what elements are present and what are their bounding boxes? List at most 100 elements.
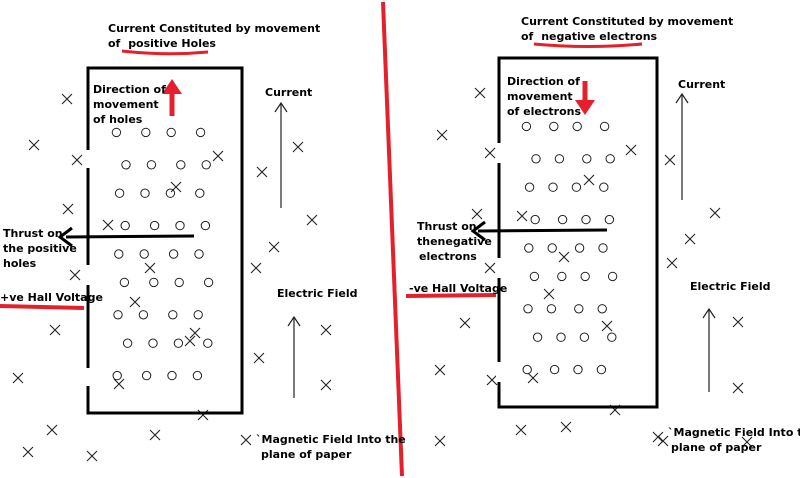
carrier-circle — [174, 277, 184, 288]
right-title-highlight: negative electrons — [541, 30, 658, 43]
carrier-circle — [168, 249, 179, 259]
carrier-circle — [175, 220, 185, 231]
left-magnetic-label-1: `Magnetic Field Into the — [256, 433, 406, 446]
right-field-label: Electric Field — [690, 280, 771, 293]
right-contact-gap — [496, 362, 502, 382]
field-cross-mark — [113, 378, 125, 390]
carrier-circle — [554, 154, 565, 164]
left-hall-voltage-label: +ve Hall Voltage — [0, 291, 103, 304]
carrier-circle — [167, 370, 177, 381]
carrier-circle — [114, 188, 125, 198]
left-thrust-label-3: holes — [3, 257, 37, 270]
field-cross-mark — [434, 435, 446, 447]
left-magnetic-label-2: plane of paper — [261, 448, 352, 461]
carrier-circle — [581, 214, 591, 225]
right-carrier-dots — [521, 121, 618, 375]
field-cross-mark — [666, 257, 678, 269]
field-cross-mark — [62, 203, 74, 215]
field-cross-mark — [709, 207, 721, 219]
carrier-circle — [547, 243, 557, 253]
carrier-circle — [149, 220, 160, 231]
field-cross-mark — [292, 141, 304, 153]
right-field-arrowhead — [702, 307, 716, 319]
carrier-circle — [148, 338, 158, 348]
field-cross-mark — [732, 382, 744, 394]
carrier-circle — [598, 243, 608, 253]
carrier-circle — [203, 277, 214, 288]
left-contact-gap — [85, 265, 91, 285]
left-motion-label-3: of holes — [93, 113, 143, 126]
field-cross-mark — [652, 431, 664, 443]
left-semiconductor-slab — [86, 66, 244, 415]
field-cross-mark — [306, 214, 318, 226]
field-cross-mark — [144, 262, 156, 274]
right-hall-voltage-label: -ve Hall Voltage — [409, 282, 508, 295]
carrier-circle — [579, 332, 590, 342]
carrier-circle — [173, 338, 184, 348]
field-cross-mark — [516, 210, 528, 222]
carrier-circle — [604, 214, 615, 225]
field-cross-mark — [684, 233, 696, 245]
carrier-circle — [529, 271, 540, 282]
field-cross-mark — [583, 174, 595, 186]
carrier-circle — [111, 127, 122, 138]
left-title-prefix: of — [108, 37, 125, 50]
carrier-circle — [113, 310, 123, 320]
carrier-circle — [607, 332, 617, 342]
field-cross-mark — [86, 450, 98, 462]
carrier-circle — [596, 364, 607, 375]
carrier-circle — [192, 370, 203, 381]
left-field-label: Electric Field — [277, 287, 358, 300]
field-cross-mark — [49, 324, 61, 336]
carrier-circle — [548, 182, 558, 192]
right-motion-label-2: movement — [507, 90, 573, 103]
right-thrust-label-1: Thrust on — [417, 220, 477, 233]
carrier-circle — [521, 121, 532, 132]
field-cross-mark — [741, 436, 753, 448]
field-cross-mark — [189, 327, 201, 339]
carrier-circle — [599, 121, 610, 132]
right-thrust-arrowhead — [470, 220, 486, 242]
right-thrust-label-2: thenegative — [417, 235, 492, 248]
field-cross-mark — [558, 251, 570, 263]
right-magnetic-label-1: `Magnetic Field Into the — [668, 426, 800, 439]
field-cross-mark — [61, 93, 73, 105]
carrier-circle — [597, 304, 607, 314]
carrier-circle — [524, 243, 534, 253]
left-title-line2: of positive Holes — [108, 36, 216, 51]
carrier-circle — [599, 182, 609, 192]
carrier-circle — [557, 214, 568, 225]
left-motion-label-1: Direction of — [93, 83, 166, 96]
field-cross-mark — [732, 316, 744, 328]
carrier-circle — [531, 154, 541, 164]
field-cross-mark — [486, 374, 498, 386]
left-hall-voltage-line — [0, 304, 85, 310]
field-cross-mark — [657, 435, 669, 447]
carrier-circle — [194, 249, 204, 259]
right-title-prefix: of — [521, 30, 538, 43]
left-motion-label-2: movement — [93, 98, 159, 111]
field-cross-mark — [129, 296, 141, 308]
left-field-arrowhead — [287, 315, 301, 327]
field-cross-mark — [212, 150, 224, 162]
left-thrust-arrow — [65, 234, 195, 239]
right-contact-gap — [496, 258, 502, 278]
right-semiconductor-slab — [497, 56, 659, 409]
carrier-circle — [166, 127, 176, 138]
carrier-circle — [176, 160, 186, 170]
carrier-circle — [571, 182, 582, 192]
carrier-circle — [138, 310, 149, 320]
right-current-label: Current — [678, 78, 726, 91]
field-cross-mark — [601, 320, 613, 332]
field-cross-mark — [184, 335, 196, 347]
field-cross-mark — [664, 154, 676, 166]
carrier-circle — [122, 338, 133, 348]
right-hall-voltage-line — [405, 293, 497, 298]
field-cross-mark — [149, 429, 161, 441]
carrier-circle — [523, 304, 533, 314]
field-cross-mark — [484, 262, 496, 274]
field-cross-mark — [560, 421, 572, 433]
carrier-circle — [203, 338, 213, 348]
electron-motion-arrowhead — [575, 100, 595, 115]
magnetic-field-crosses — [12, 87, 753, 462]
